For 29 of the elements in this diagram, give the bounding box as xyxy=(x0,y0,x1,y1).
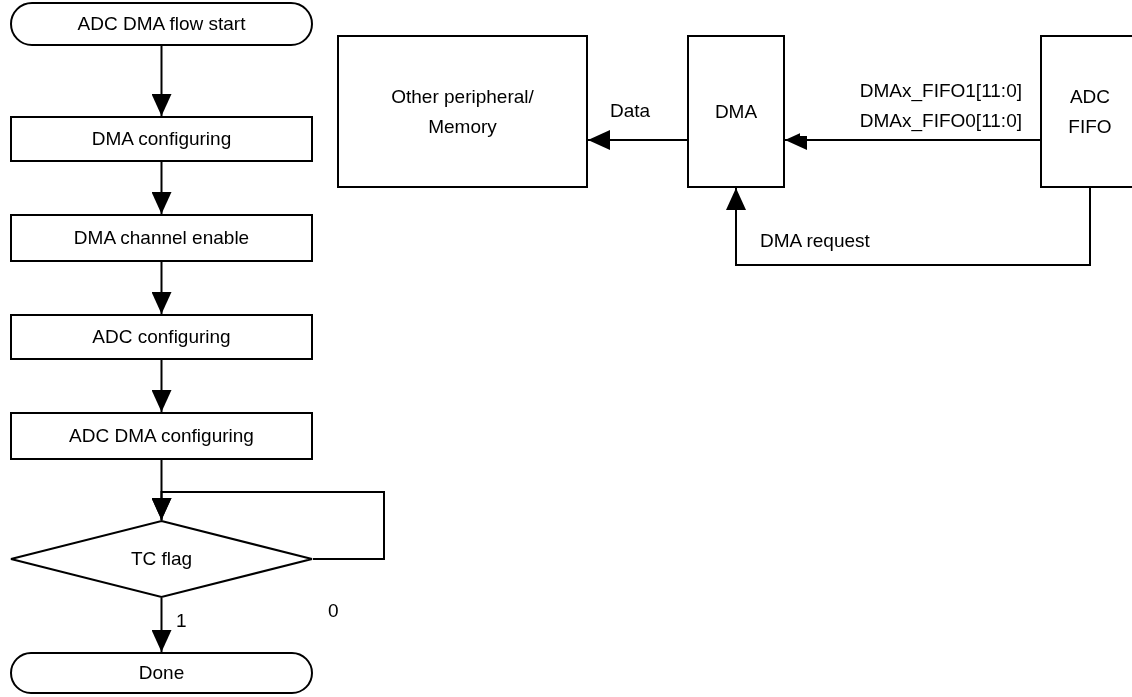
process-box xyxy=(10,116,313,162)
node-text: DMA xyxy=(713,99,759,124)
arrow xyxy=(151,261,172,315)
node-text: ADC DMA flow start xyxy=(76,12,247,36)
arrow xyxy=(726,187,1091,266)
terminal-box xyxy=(10,652,313,694)
node-text: DMA configuring xyxy=(90,127,233,151)
arrow xyxy=(587,130,688,150)
arrow xyxy=(151,491,385,560)
process-box xyxy=(10,214,313,262)
node-text: ADC DMA configuring xyxy=(68,424,255,448)
decision-diamond xyxy=(10,520,313,598)
node-text: Done xyxy=(137,661,186,685)
process-box xyxy=(10,314,313,360)
arrow xyxy=(151,161,172,215)
node-text: TC flag xyxy=(129,547,194,571)
arrow xyxy=(151,45,172,117)
process-box xyxy=(687,35,785,188)
node-text: Other peripheral/ Memory xyxy=(390,84,535,139)
arrow xyxy=(151,359,172,413)
node-text: ADC configuring xyxy=(91,325,232,349)
node-text: DMA channel enable xyxy=(72,226,251,250)
process-box xyxy=(1040,35,1132,188)
arrow xyxy=(151,597,172,653)
arrow xyxy=(784,130,1041,150)
process-box xyxy=(337,35,588,188)
terminal-box xyxy=(10,2,313,46)
process-box xyxy=(10,412,313,460)
node-text: ADC FIFO xyxy=(1067,84,1113,139)
